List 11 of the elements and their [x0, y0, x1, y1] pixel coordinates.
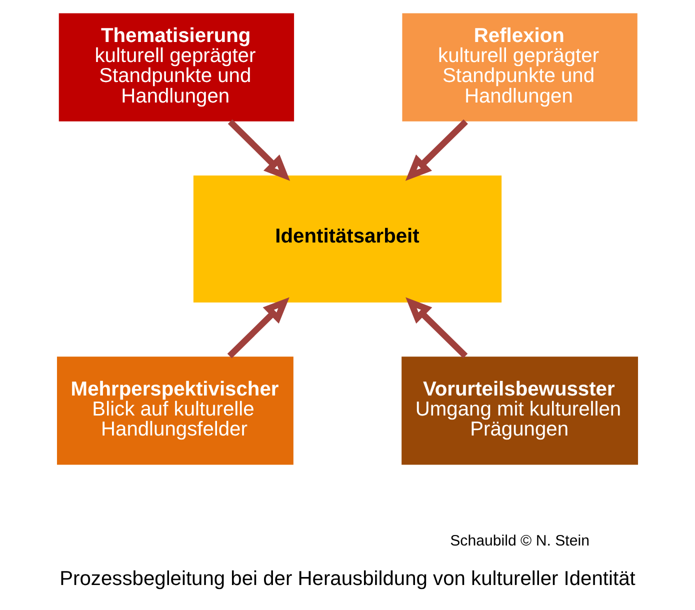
node-box: Identitätsarbeit	[193, 175, 502, 302]
arrow	[405, 119, 468, 181]
arrow	[406, 297, 468, 358]
node-box: Reflexion kulturell geprägter Standpunkte und Handlungen	[402, 13, 638, 122]
arrow	[228, 119, 290, 181]
caption: Prozessbegleitung bei der Herausbildung von kultureller Identität	[60, 568, 636, 590]
label: Schaubild © N. Stein	[450, 532, 590, 550]
node-box: Vorurteilsbewusster Umgang mit kulturellen Prägungen	[402, 356, 638, 465]
node-box: Mehrperspektivischer Blick auf kulturelle Handlungsfelder	[56, 356, 294, 465]
arrow	[227, 297, 290, 358]
node-box: Thematisierung kulturell geprägter Standpunkte und Handlungen	[58, 13, 294, 122]
